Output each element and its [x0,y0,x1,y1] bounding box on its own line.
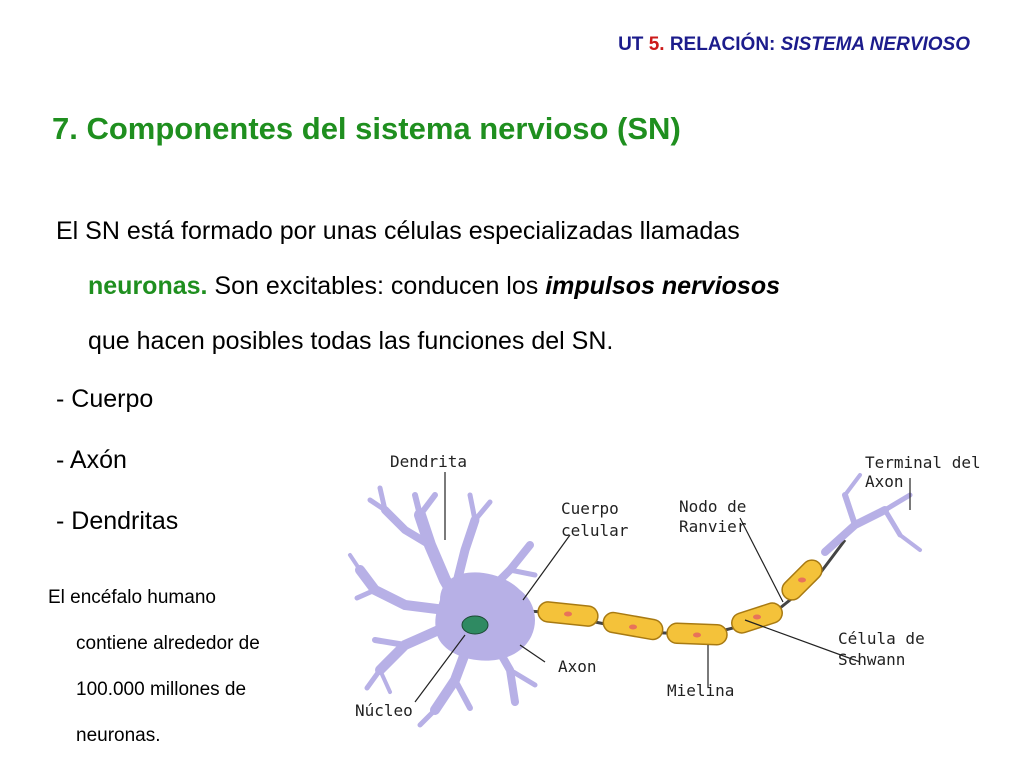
label-nucleo: Núcleo [355,701,413,720]
axon-terminal [821,473,922,556]
label-mielina: Mielina [667,681,734,700]
label-schwann-1: Célula de [838,629,925,648]
fact-line-1: El encéfalo humano [48,587,216,608]
header-subject: SISTEMA NERVIOSO [780,34,970,55]
fact-line-4: neuronas. [76,725,161,746]
label-nodo-2: Ranvier [679,517,747,536]
label-cuerpo-2: celular [561,521,629,540]
schwann-nuclei [564,577,806,638]
nucleus [461,615,489,635]
cell-body [435,572,535,661]
component-axon: - Axón [56,446,127,474]
intro-paragraph: El SN está formado por unas células espe… [56,204,976,369]
fact-line-3: 100.000 millones de [76,679,247,700]
intro-line-1: El SN está formado por unas células espe… [56,217,740,245]
label-dendrita: Dendrita [390,452,467,471]
neuronas-term: neuronas. [88,272,208,300]
header-label: RELACIÓN: [669,34,776,55]
impulsos-term: impulsos nerviosos [545,272,780,300]
label-terminal-1: Terminal del [865,453,981,472]
slide-header: UT 5. RELACIÓN: SISTEMA NERVIOSO [618,34,970,56]
component-dendritas: - Dendritas [56,507,179,535]
label-axon: Axon [558,657,597,676]
brain-fact: El encéfalo humano contiene alrededor de… [48,575,348,759]
components-list: - Cuerpo - Axón - Dendritas [56,369,178,552]
label-terminal-2: Axon [865,472,904,491]
intro-text-2: Son excitables: conducen los [207,272,546,300]
slide-title: 7. Componentes del sistema nervioso (SN) [52,111,681,146]
intro-line-3: que hacen posibles todas las funciones d… [88,327,614,355]
component-cuerpo: - Cuerpo [56,385,154,413]
intro-line-2: neuronas. Son excitables: conducen los i… [56,259,976,314]
label-cuerpo-1: Cuerpo [561,499,619,518]
header-prefix: UT [618,34,644,55]
label-schwann-2: Schwann [838,650,905,669]
neuron-diagram: Dendrita Cuerpo celular Nodo de Ranvier … [348,452,981,728]
header-unit-number: 5. [648,34,665,55]
leader-lines [414,472,911,703]
fact-line-2: contiene alrededor de [76,633,260,654]
label-nodo-1: Nodo de [679,497,746,516]
